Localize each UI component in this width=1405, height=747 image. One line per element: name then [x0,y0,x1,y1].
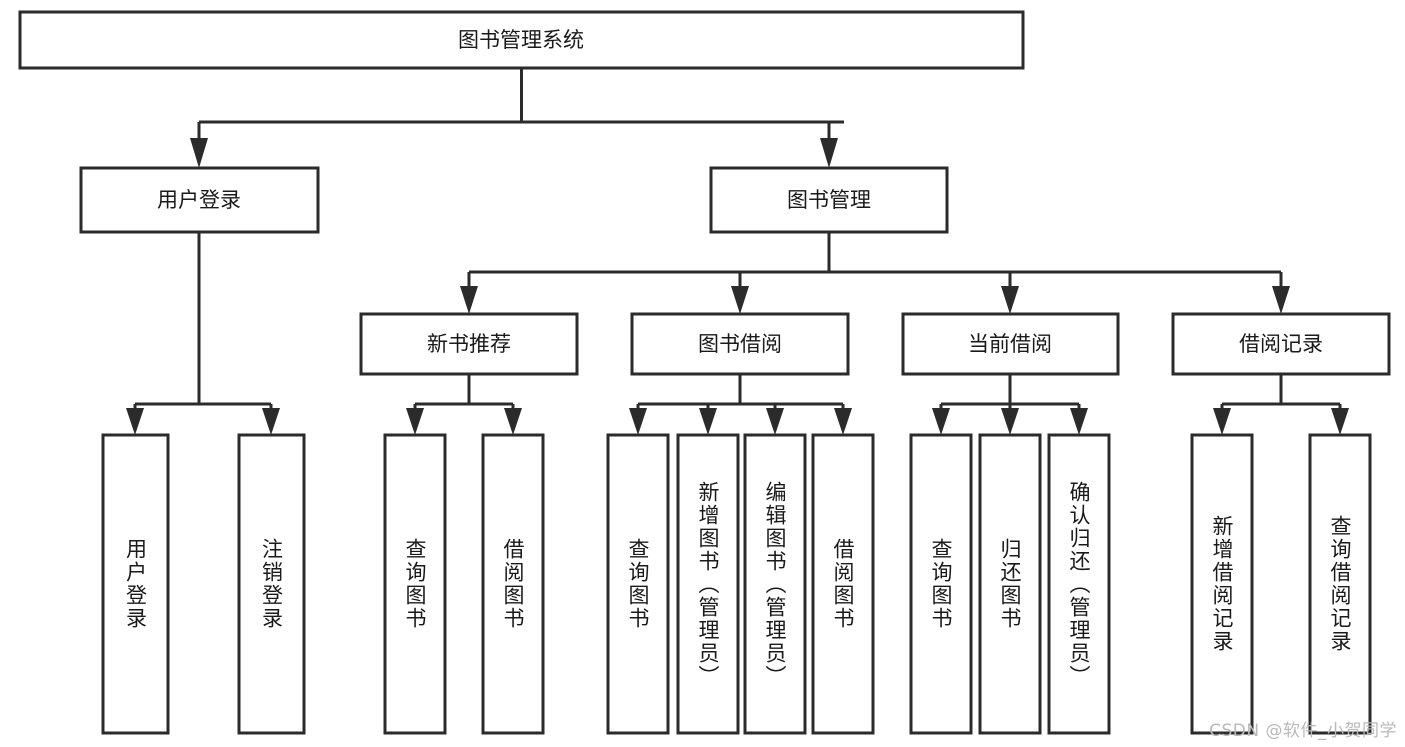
edge-group-new-book-leaves [406,374,522,435]
leaf-box-borrow-record-1[interactable] [1190,433,1254,735]
node-book-management[interactable]: 图书管理 [709,166,949,234]
node-borrow-record[interactable]: 借阅记录 [1171,312,1391,376]
leaf-box-book-borrow-4[interactable] [811,433,875,735]
node-borrow-record-label: 借阅记录 [1239,332,1323,356]
node-current-borrow-label: 当前借阅 [968,332,1052,356]
leaf-box-book-borrow-2[interactable] [676,433,740,735]
leaf-box-user-login-2[interactable] [237,433,306,735]
arrow-head-user-login-leaf-1 [126,408,144,435]
node-book-borrow[interactable]: 图书借阅 [630,312,850,376]
node-current-borrow-box[interactable] [901,312,1120,376]
arrow-head-book-borrow [731,286,749,314]
node-root-system-box[interactable] [18,10,1025,70]
arrow-head-new-book-leaf-1 [406,408,424,435]
arrow-head-new-book [460,286,478,314]
node-book-management-label: 图书管理 [787,188,871,212]
arrow-head-book-borrow-leaf-1 [629,408,647,435]
edge-group-user-login-leaves [126,232,280,435]
node-root-system-label: 图书管理系统 [458,28,584,52]
arrow-head-borrow-record-leaf-1 [1213,408,1231,435]
arrow-head-current-borrow-leaf-3 [1070,408,1088,435]
arrow-head-user-login-leaf-2 [262,408,280,435]
node-new-book-recommend[interactable]: 新书推荐 [359,312,579,376]
leaf-box-new-book-1[interactable] [383,433,447,735]
arrow-head-new-book-leaf-2 [504,408,522,435]
edge-group-root [190,68,844,168]
arrow-head-book-borrow-leaf-3 [766,408,784,435]
node-user-login[interactable]: 用户登录 [79,166,320,234]
leaf-box-new-book-2[interactable] [481,433,545,735]
leaf-box-current-borrow-3[interactable] [1047,433,1111,735]
arrow-head-current-borrow-leaf-1 [932,408,950,435]
node-root-system[interactable]: 图书管理系统 [18,10,1025,70]
node-new-book-recommend-label: 新书推荐 [427,332,511,356]
edge-group-book-mgmt [460,232,1290,314]
edge-group-borrow-record-leaves [1213,374,1349,435]
leaf-box-borrow-record-2[interactable] [1308,433,1372,735]
arrow-head-borrow-record [1272,286,1290,314]
node-borrow-record-box[interactable] [1171,312,1391,376]
node-book-management-box[interactable] [709,166,949,234]
arrow-head-book-borrow-leaf-2 [699,408,717,435]
leaf-box-current-borrow-2[interactable] [978,433,1042,735]
leaf-box-book-borrow-1[interactable] [606,433,670,735]
leaf-box-user-login-1[interactable] [101,433,170,735]
arrow-head-current-borrow [1001,286,1019,314]
node-book-borrow-label: 图书借阅 [698,332,782,356]
arrow-head-book-borrow-leaf-4 [834,408,852,435]
arrow-head-book-mgmt [820,138,838,168]
node-new-book-recommend-box[interactable] [359,312,579,376]
leaf-box-current-borrow-1[interactable] [909,433,973,735]
node-user-login-label: 用户登录 [157,188,241,212]
node-user-login-box[interactable] [79,166,320,234]
node-current-borrow[interactable]: 当前借阅 [901,312,1120,376]
arrow-head-current-borrow-leaf-2 [1001,408,1019,435]
arrow-head-borrow-record-leaf-2 [1331,408,1349,435]
arrow-head-user-login [190,138,208,168]
edge-group-current-borrow-leaves [932,374,1088,435]
edge-group-book-borrow-leaves [629,374,852,435]
leaf-box-book-borrow-3[interactable] [743,433,807,735]
node-book-borrow-box[interactable] [630,312,850,376]
